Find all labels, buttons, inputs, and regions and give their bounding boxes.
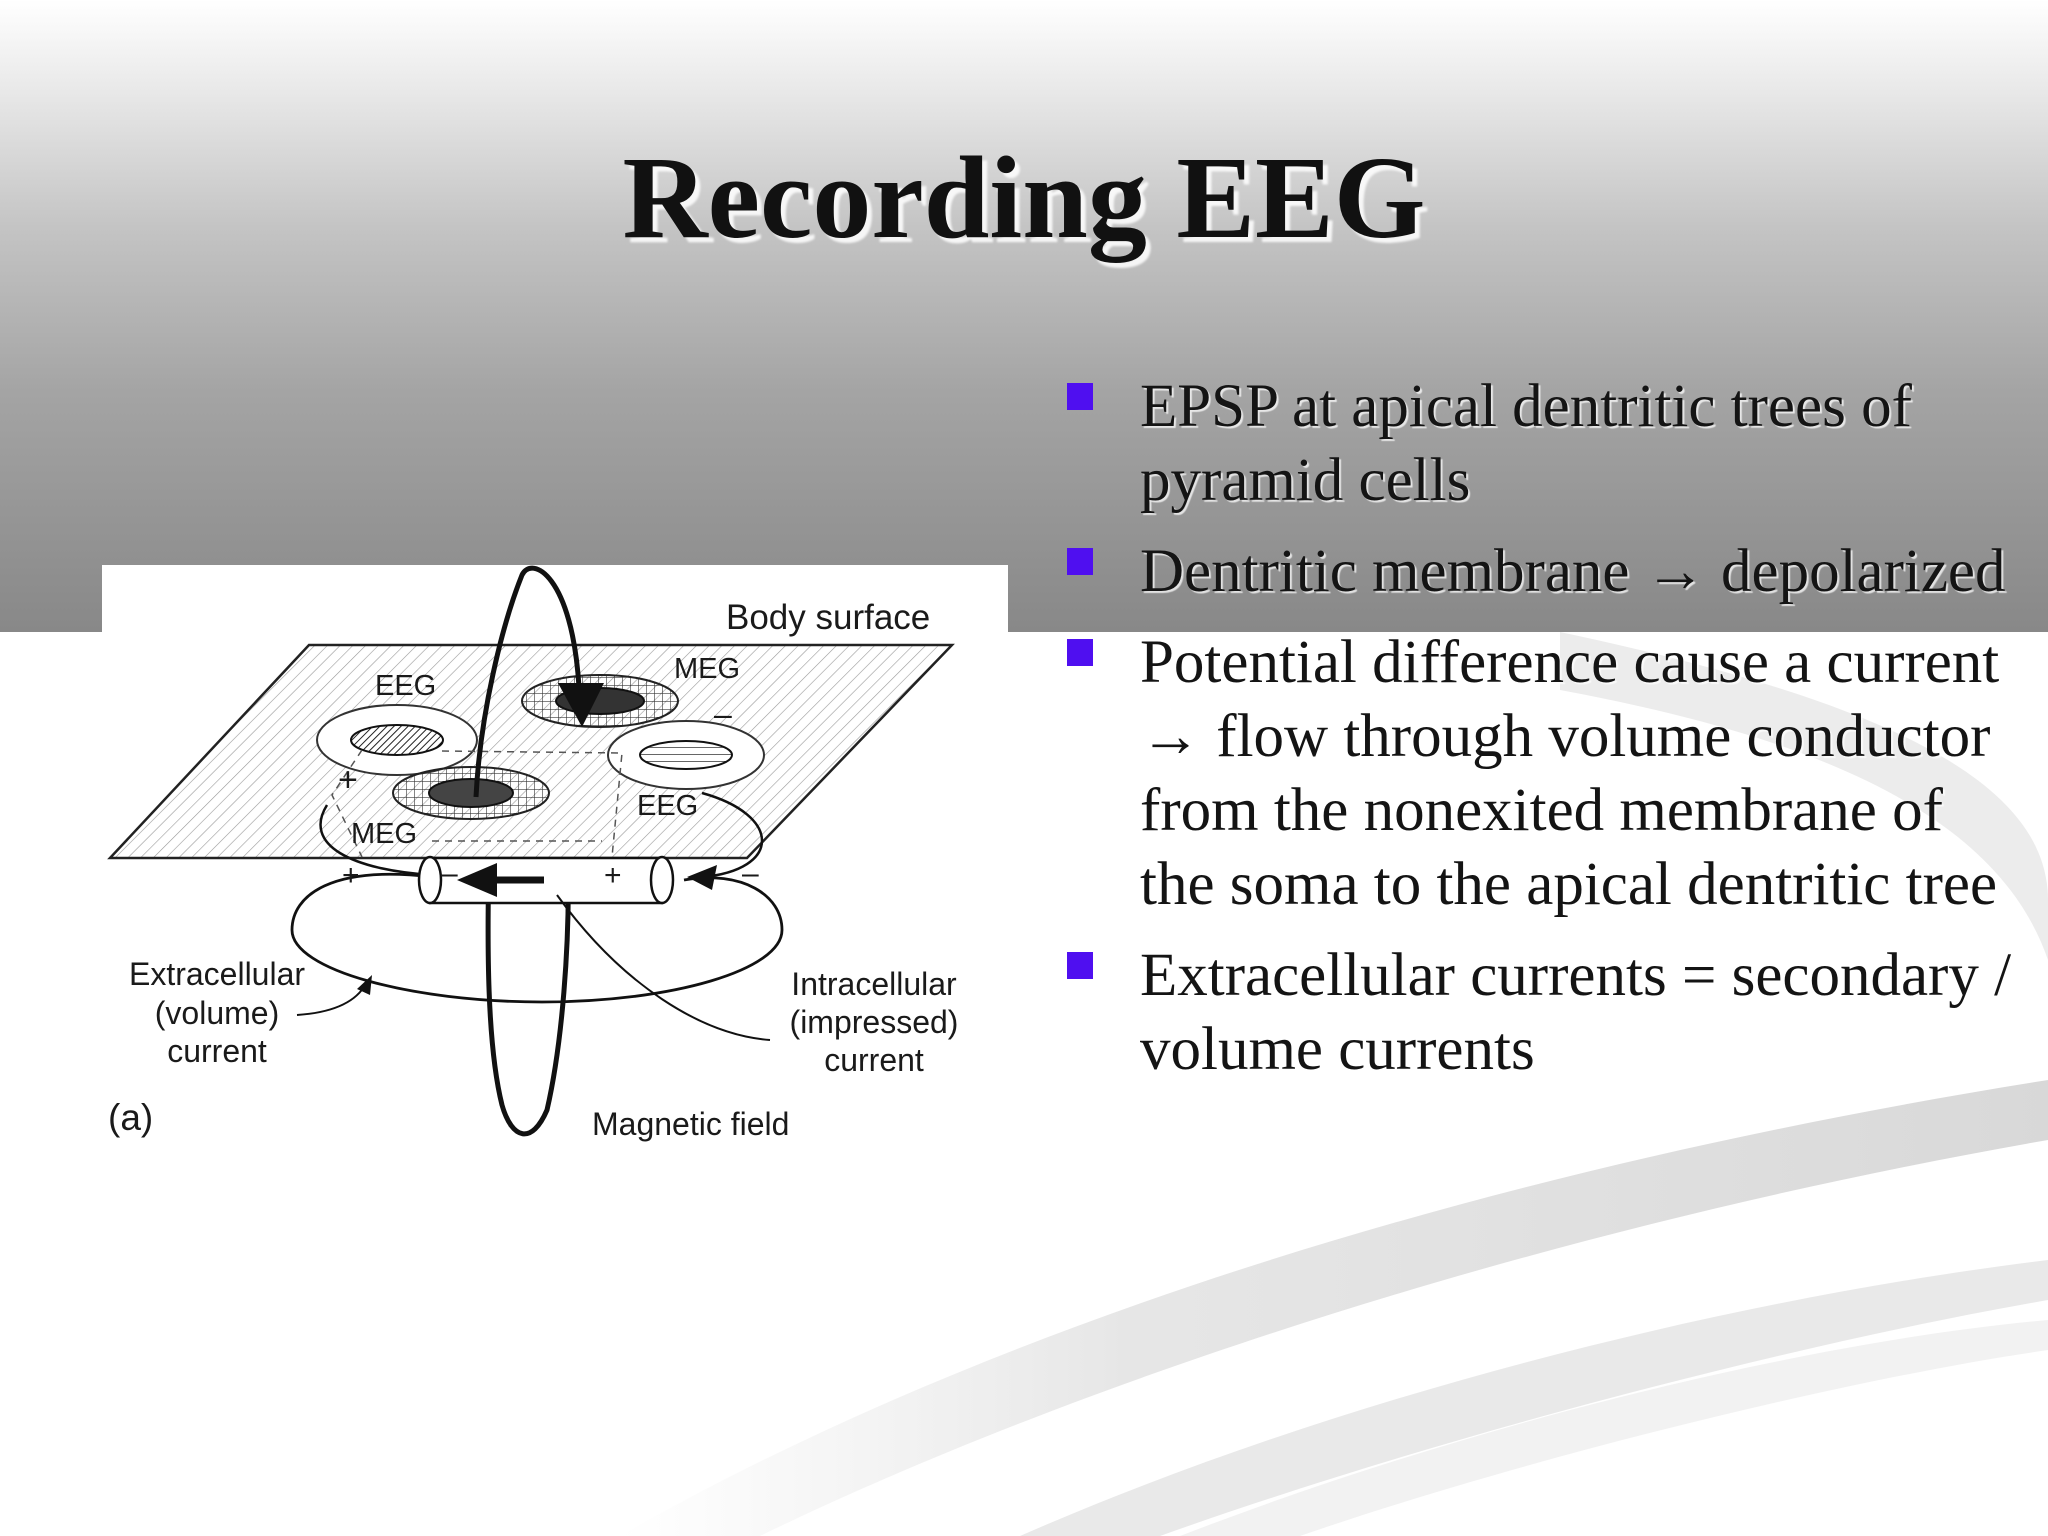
- label-minus-dipole-inner: –: [441, 857, 458, 890]
- meg-eeg-diagram: Body surface MEG EEG – + MEG EEG + – + –…: [102, 565, 1008, 1165]
- dipole-cylinder-left-end: [417, 855, 443, 905]
- bullet-list: EPSP at apical dentritic trees of pyrami…: [1060, 370, 2020, 1104]
- label-meg-top: MEG: [674, 653, 740, 685]
- dashed-guide: [331, 749, 363, 858]
- slide-title: Recording EEG: [622, 132, 1426, 263]
- bullet-text: Dentritic membrane → depolarized: [1140, 538, 2006, 605]
- label-eeg-lower: EEG: [637, 790, 698, 822]
- label-plus-left: +: [338, 761, 358, 799]
- header-gradient-band: [0, 0, 2048, 632]
- bullet-text: Extracellular currents = secondary / vol…: [1140, 942, 2012, 1083]
- bullet-item: Potential difference cause a current → f…: [1060, 626, 2020, 922]
- dipole-cylinder-right-end: [649, 855, 675, 905]
- volume-current-arrow: [687, 865, 717, 890]
- bullet-square-icon: [1067, 952, 1093, 979]
- label-intracellular-1: Intracellular: [791, 966, 957, 1002]
- label-magnetic-field: Magnetic field: [592, 1106, 789, 1142]
- label-extracellular-2: (volume): [155, 995, 279, 1031]
- label-body-surface: Body surface: [726, 598, 930, 637]
- extracellular-leader: [296, 986, 365, 1016]
- bullet-item: Extracellular currents = secondary / vol…: [1060, 939, 2020, 1087]
- label-intracellular-3: current: [824, 1042, 924, 1078]
- label-panel-a: (a): [108, 1097, 153, 1138]
- bullet-text: Potential difference cause a current → f…: [1140, 629, 2000, 918]
- body-surface-plane: [107, 643, 955, 860]
- label-minus-dipole-right: –: [742, 857, 759, 890]
- bullet-item: EPSP at apical dentritic trees of pyrami…: [1060, 370, 2020, 518]
- bullet-text: EPSP at apical dentritic trees of pyrami…: [1140, 373, 1912, 514]
- bullet-square-icon: [1067, 639, 1093, 666]
- intracellular-current-arrowhead: [457, 863, 497, 897]
- label-extracellular-3: current: [167, 1033, 267, 1069]
- dashed-guide: [441, 750, 623, 858]
- label-eeg-left: EEG: [375, 670, 436, 702]
- label-extracellular-1: Extracellular: [129, 956, 305, 992]
- label-plus-dipole-inner: +: [604, 859, 622, 892]
- eeg-left-core: [350, 724, 444, 756]
- intracellular-leader: [556, 894, 771, 1041]
- label-plus-dipole-left: +: [342, 859, 360, 892]
- bullet-item: Dentritic membrane → depolarized: [1060, 535, 2020, 609]
- label-meg-lower: MEG: [351, 818, 417, 850]
- extracellular-leader-arrow: [357, 975, 372, 995]
- bullet-square-icon: [1067, 383, 1093, 410]
- volume-current-loop-upper: [701, 791, 763, 879]
- magnetic-field-loop-lower: [485, 857, 571, 1137]
- volume-current-loop: [290, 872, 784, 1004]
- volume-current-loop-left: [319, 804, 433, 877]
- magnetic-field-loop: [473, 565, 582, 798]
- label-minus-top: –: [714, 696, 732, 732]
- label-intracellular-2: (impressed): [790, 1004, 959, 1040]
- bullet-square-icon: [1067, 548, 1093, 575]
- magnetic-field-arrowhead: [558, 683, 604, 727]
- meg-lower-core: [428, 778, 514, 808]
- eeg-right-core: [639, 740, 733, 770]
